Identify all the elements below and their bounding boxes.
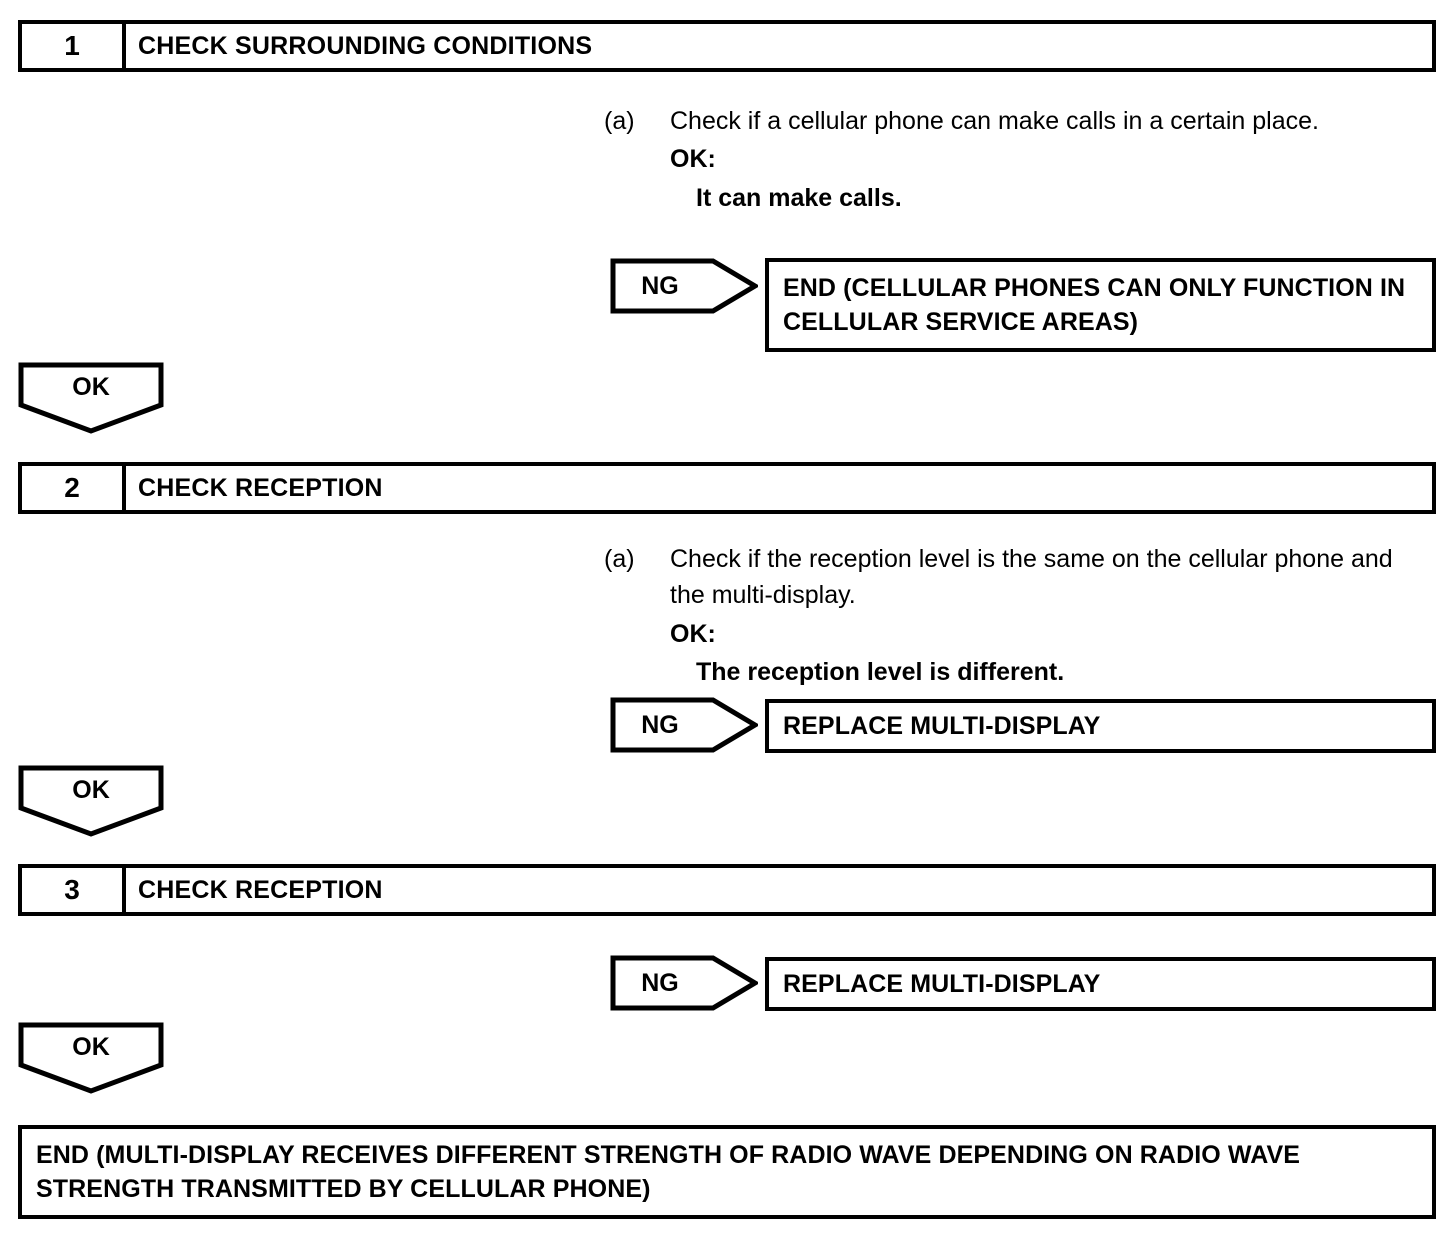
ok-arrow-label-2: OK: [72, 775, 110, 804]
step-title-3: CHECK RECEPTION: [138, 875, 383, 904]
ng-arrow-2: NG: [610, 697, 758, 753]
ok-arrow-1: OK: [18, 362, 164, 434]
ok-arrow-label-1: OK: [72, 372, 110, 401]
step-number-2: 2: [22, 466, 126, 510]
ng-result-text-3: REPLACE MULTI-DISPLAY: [783, 969, 1101, 998]
step-number-1: 1: [22, 24, 126, 68]
step-1-instruction: (a) Check if a cellular phone can make c…: [604, 103, 1420, 216]
ng-result-box-2: REPLACE MULTI-DISPLAY: [765, 699, 1436, 753]
instruction-ok-label-2: OK:: [670, 619, 716, 648]
instruction-text-2: Check if the reception level is the same…: [670, 545, 1393, 610]
instruction-text-1: Check if a cellular phone can make calls…: [670, 107, 1319, 135]
ok-arrow-icon: [18, 1022, 164, 1094]
ng-result-text-2: REPLACE MULTI-DISPLAY: [783, 711, 1101, 740]
ok-arrow-3: OK: [18, 1022, 164, 1094]
ng-arrow-1: NG: [610, 258, 758, 314]
instruction-marker-2: (a): [604, 545, 635, 573]
ng-arrow-label-1: NG: [641, 271, 679, 300]
ok-arrow-icon: [18, 765, 164, 837]
step-bar-1: 1 CHECK SURROUNDING CONDITIONS: [18, 20, 1436, 72]
step-bar-2: 2 CHECK RECEPTION: [18, 462, 1436, 514]
ok-arrow-label-3: OK: [72, 1032, 110, 1061]
ng-arrow-icon: [610, 955, 758, 1011]
ok-arrow-icon: [18, 362, 164, 434]
instruction-ok-value-1: It can make calls.: [696, 183, 902, 212]
ng-result-text-1: END (CELLULAR PHONES CAN ONLY FUNCTION I…: [783, 273, 1406, 337]
ng-arrow-3: NG: [610, 955, 758, 1011]
final-result-box: END (MULTI-DISPLAY RECEIVES DIFFERENT ST…: [18, 1125, 1436, 1219]
step-title-1: CHECK SURROUNDING CONDITIONS: [138, 31, 593, 60]
instruction-ok-value-2: The reception level is different.: [696, 657, 1065, 686]
step-2-instruction: (a) Check if the reception level is the …: [604, 541, 1420, 690]
ng-arrow-icon: [610, 258, 758, 314]
ng-result-box-3: REPLACE MULTI-DISPLAY: [765, 957, 1436, 1011]
ng-arrow-label-3: NG: [641, 968, 679, 997]
ng-arrow-label-2: NG: [641, 710, 679, 739]
instruction-marker-1: (a): [604, 107, 635, 135]
step-number-3: 3: [22, 868, 126, 912]
instruction-ok-label-1: OK:: [670, 145, 716, 174]
ok-arrow-2: OK: [18, 765, 164, 837]
ng-arrow-icon: [610, 697, 758, 753]
step-bar-3: 3 CHECK RECEPTION: [18, 864, 1436, 916]
step-title-2: CHECK RECEPTION: [138, 473, 383, 502]
ng-result-box-1: END (CELLULAR PHONES CAN ONLY FUNCTION I…: [765, 258, 1436, 352]
final-result-text: END (MULTI-DISPLAY RECEIVES DIFFERENT ST…: [36, 1140, 1301, 1204]
